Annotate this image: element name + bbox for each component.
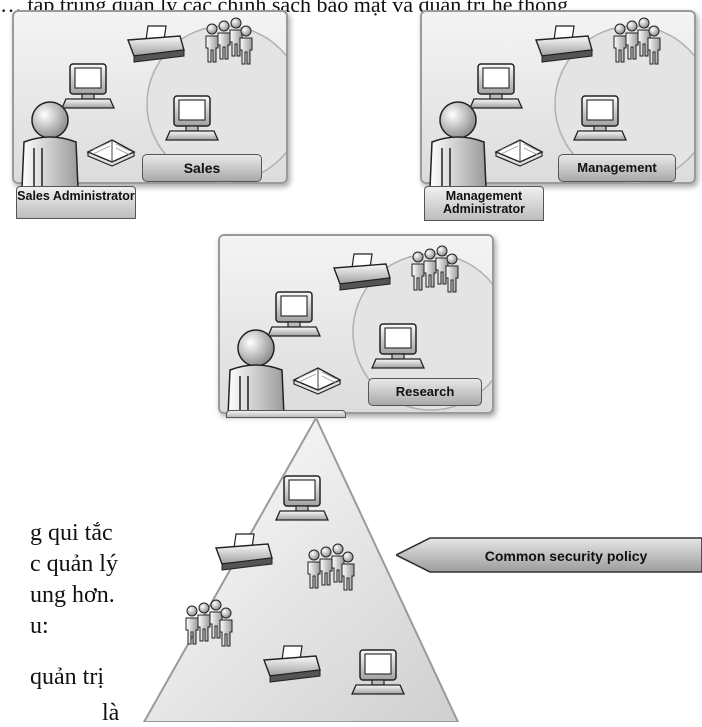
- admin-label: Sales Administrator: [17, 189, 135, 203]
- body-line: g qui tắc: [30, 520, 113, 546]
- body-line: u:: [30, 613, 49, 639]
- policy-arrow: Common security policy: [396, 537, 702, 573]
- group-panel-management: Management: [420, 10, 696, 184]
- policy-label: Common security policy: [485, 548, 648, 564]
- body-line: ung hơn.: [30, 582, 115, 608]
- admin-tag-research: [226, 410, 346, 418]
- group-panel-research: Research: [218, 234, 494, 414]
- group-tag: Research: [368, 378, 482, 406]
- body-line: quản trị: [30, 664, 104, 690]
- admin-tag-management: Management Administrator: [424, 186, 544, 221]
- group-tag: Management: [558, 154, 676, 182]
- group-tag: Sales: [142, 154, 262, 182]
- policy-triangle: [142, 415, 460, 722]
- admin-label: Management Administrator: [443, 189, 525, 216]
- body-line: c quản lý: [30, 551, 118, 577]
- body-line: là: [102, 700, 120, 726]
- group-panel-sales: Sales: [12, 10, 288, 184]
- admin-tag-sales: Sales Administrator: [16, 186, 136, 219]
